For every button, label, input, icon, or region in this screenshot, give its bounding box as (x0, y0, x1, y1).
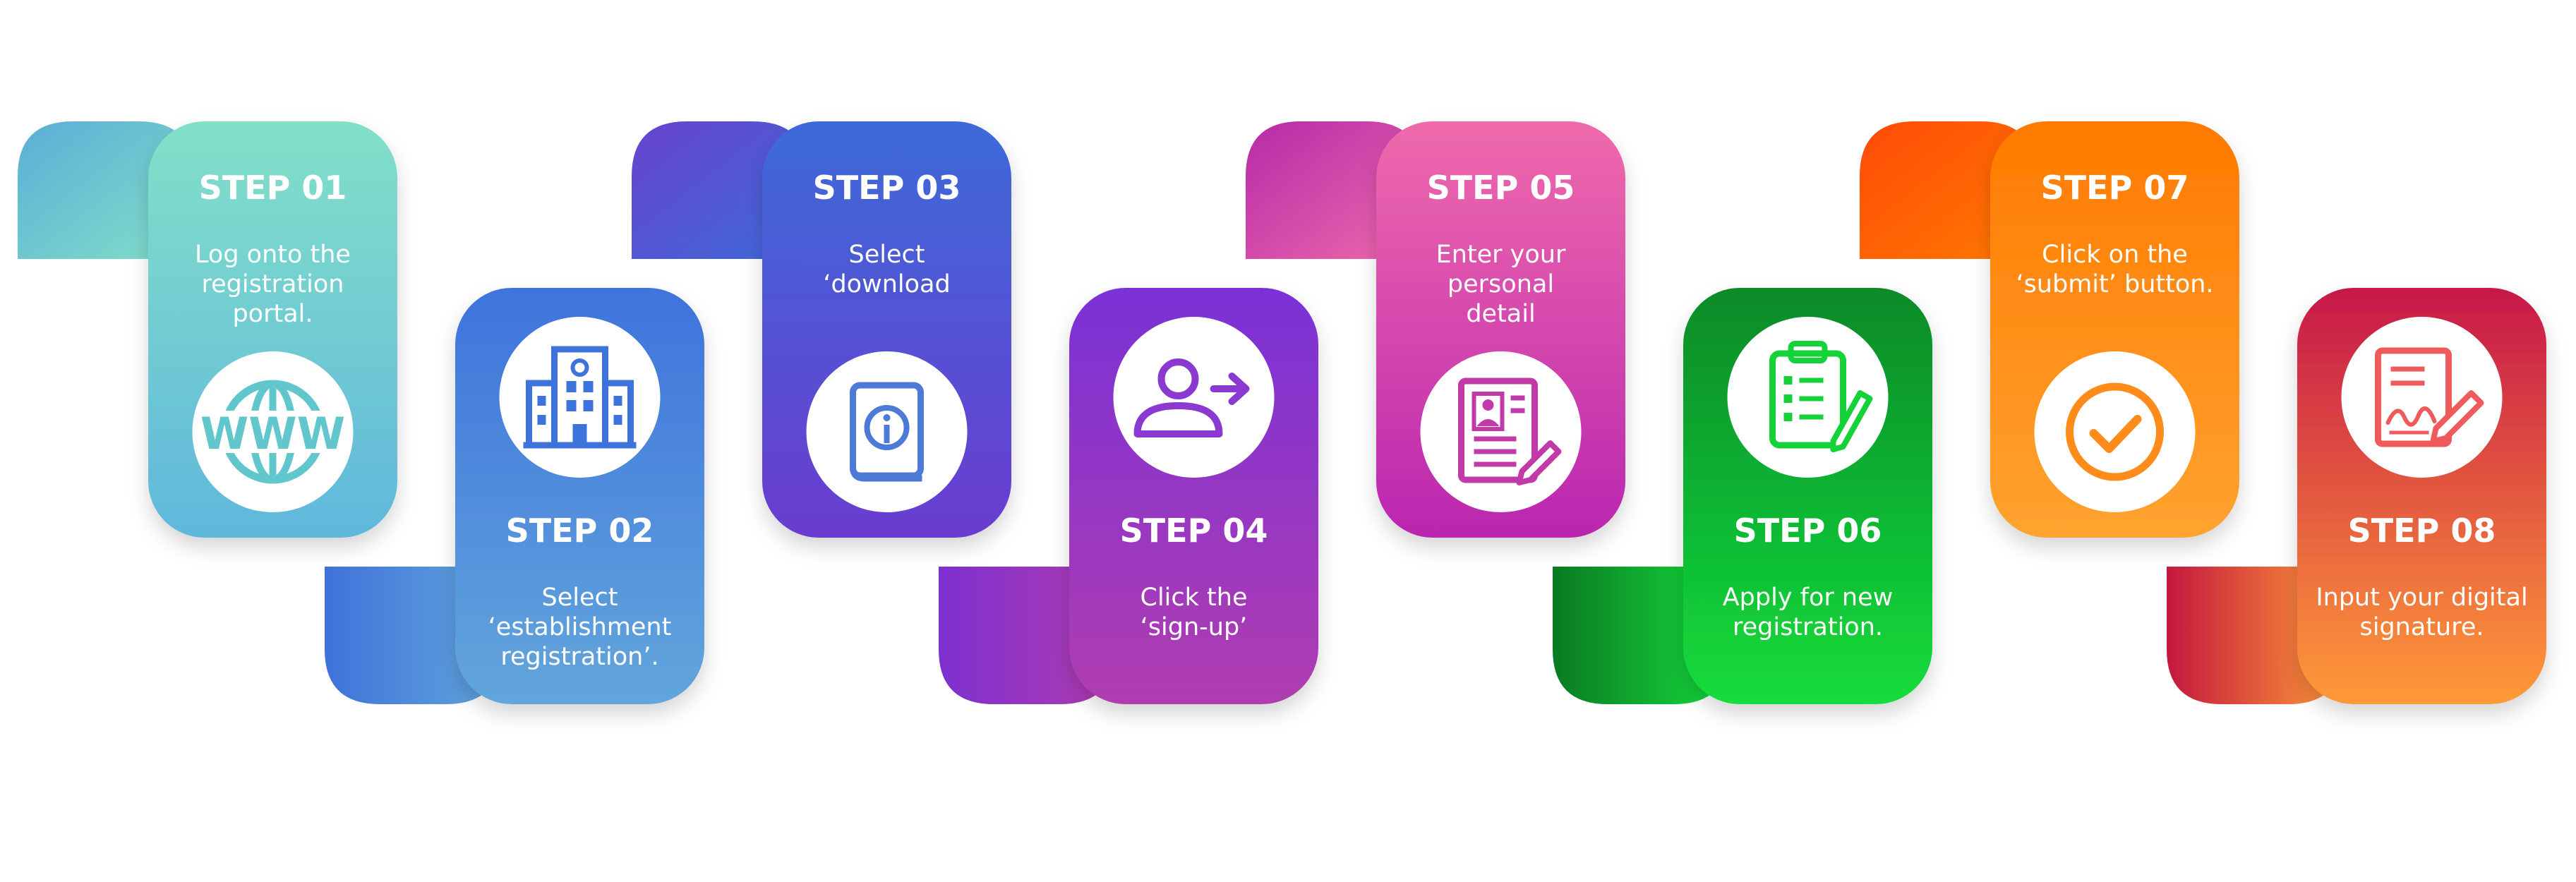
step-card-04: STEP 04 Click the‘sign-up’ (939, 288, 1318, 704)
digital-signature-icon (2375, 347, 2484, 447)
user-sign-up-icon (1133, 358, 1250, 437)
step-title: STEP 08 (2348, 512, 2496, 550)
step-icon-badge (2341, 317, 2503, 478)
step-icon-badge (806, 351, 968, 512)
step-icon-badge (499, 317, 661, 478)
step-description-line: Select (542, 584, 618, 612)
step-card-01: WWW STEP 01 Log onto theregistrationportal… (18, 121, 397, 538)
step-card-03: STEP 03 Select‘download (632, 121, 1011, 538)
office-building-icon (523, 346, 637, 449)
step-description-line: registration’. (500, 643, 658, 671)
step-icon-badge (2034, 351, 2196, 512)
step-title: STEP 03 (813, 169, 961, 207)
submit-check-icon (2066, 382, 2164, 481)
step-title: STEP 02 (506, 512, 654, 550)
info-book-icon (850, 382, 924, 482)
step-description-line: ‘sign-up’ (1140, 613, 1248, 641)
step-description-line: Click the (1140, 584, 1248, 612)
step-title: STEP 05 (1427, 169, 1575, 207)
svg-text:WWW: WWW (200, 408, 345, 459)
step-title: STEP 06 (1734, 512, 1882, 550)
step-description-line: ‘establishment (488, 613, 672, 641)
step-description-line: Input your digital (2316, 584, 2527, 612)
step-title: STEP 07 (2041, 169, 2189, 207)
step-description-line: Select (849, 241, 925, 269)
step-description-line: Apply for new (1723, 584, 1894, 612)
step-description-line: registration. (1733, 613, 1883, 641)
step-description-line: ‘submit’ button. (2016, 270, 2213, 298)
step-description-line: ‘download (823, 270, 950, 298)
step-title: STEP 04 (1120, 512, 1268, 550)
step-description-line: Click on the (2042, 241, 2188, 269)
step-icon-badge: WWW (192, 351, 354, 512)
step-icon-badge (1420, 351, 1582, 512)
clipboard-checklist-icon (1769, 341, 1873, 452)
step-description-line: registration (202, 270, 344, 298)
personal-detail-form-icon (1458, 377, 1562, 485)
step-title: STEP 01 (199, 169, 347, 207)
step-icon-badge (1113, 317, 1275, 478)
step-icon-badge (1727, 317, 1889, 478)
step-description-line: portal. (232, 300, 313, 328)
step-description-line: Log onto the (195, 241, 351, 269)
step-description-line: signature. (2360, 613, 2484, 641)
step-card-02: STEP 02 Select‘establishmentregistration’… (325, 288, 704, 704)
www-globe-icon: WWW (200, 380, 345, 484)
step-description-line: personal (1448, 270, 1554, 298)
step-description-line: detail (1466, 300, 1535, 328)
step-description-line: Enter your (1436, 241, 1566, 269)
step-card-07: STEP 07 Click on the‘submit’ button. (1860, 121, 2239, 538)
